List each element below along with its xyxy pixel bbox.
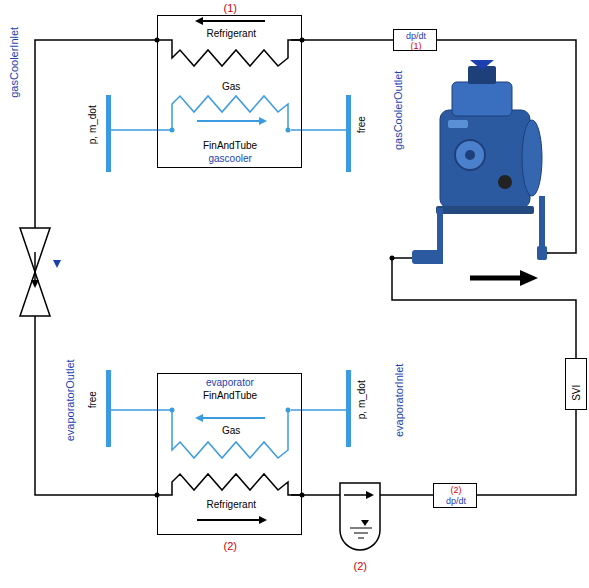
- refrigerant-side: Refrigerant: [171, 23, 291, 69]
- callout-number: (1): [224, 2, 237, 15]
- gas-line: [111, 409, 171, 411]
- pressure-sensor: (2)dp/dt: [433, 483, 477, 508]
- callout-number: (2): [451, 485, 462, 495]
- port-label: p, m_dot: [86, 105, 98, 144]
- refrigerant-line: [291, 494, 340, 496]
- port-label: evaporatorOutlet: [64, 359, 77, 441]
- part-label: dp/dt: [406, 31, 426, 41]
- callout-number: (1): [411, 41, 422, 51]
- part-label: Refrigerant: [207, 499, 256, 511]
- refrigerant-coil: [157, 21, 302, 520]
- gas-coil: [172, 96, 288, 458]
- part-label: dp/dt: [446, 496, 466, 506]
- port-label: free: [86, 391, 98, 408]
- heat-exchanger: (1)FinAndTubegascoolerRefrigerantGas: [157, 15, 302, 168]
- gas-port: freegasCoolerOutlet: [346, 95, 351, 172]
- gas-port: p, m_dotgasCoolerInlet: [106, 95, 111, 172]
- refrigerant-line: [380, 494, 433, 496]
- gas-line: [291, 129, 346, 131]
- callout-number: (2): [224, 540, 237, 553]
- port-label: gasCoolerOutlet: [392, 70, 405, 150]
- part-label: FinAndTube: [203, 140, 257, 152]
- part-label: gascooler: [209, 153, 252, 165]
- refrigerant-line: [291, 39, 393, 41]
- refrigerant-line: [477, 410, 576, 495]
- gas-line: [291, 409, 346, 411]
- callout-number: (2): [354, 560, 367, 573]
- gas-line: [111, 129, 171, 131]
- part-label: Refrigerant: [207, 28, 256, 40]
- part-label: Gas: [222, 81, 240, 93]
- refrigerant-pipe: [35, 40, 576, 495]
- part-label: FinAndTube: [203, 390, 257, 402]
- separator: (2): [340, 483, 380, 553]
- refrigerant-side: Refrigerant: [171, 469, 291, 529]
- connection-dot: [155, 38, 548, 498]
- gas-port: freeevaporatorOutlet: [106, 370, 111, 447]
- port-label: evaporatorInlet: [393, 363, 406, 436]
- heat-exchanger: evaporatorFinAndTube(2)GasRefrigerant: [157, 373, 302, 535]
- gas-side: Gas: [171, 77, 291, 135]
- separator: [340, 483, 380, 550]
- part-label: Gas: [222, 425, 240, 437]
- expansion-valve: [20, 228, 61, 316]
- port-label: SVI: [571, 385, 583, 401]
- gas-side: Gas: [171, 405, 291, 465]
- port-label: gasCoolerInlet: [8, 26, 21, 97]
- port-label: p, m_dot: [355, 380, 367, 419]
- compressor-illustration: [412, 60, 547, 286]
- part-label: evaporator: [206, 377, 254, 389]
- gas-port: p, m_dotevaporatorInlet: [346, 370, 351, 447]
- pressure-sensor: dp/dt(1): [393, 29, 437, 51]
- port-label: free: [355, 116, 367, 133]
- state-sensor: SVI: [565, 358, 587, 410]
